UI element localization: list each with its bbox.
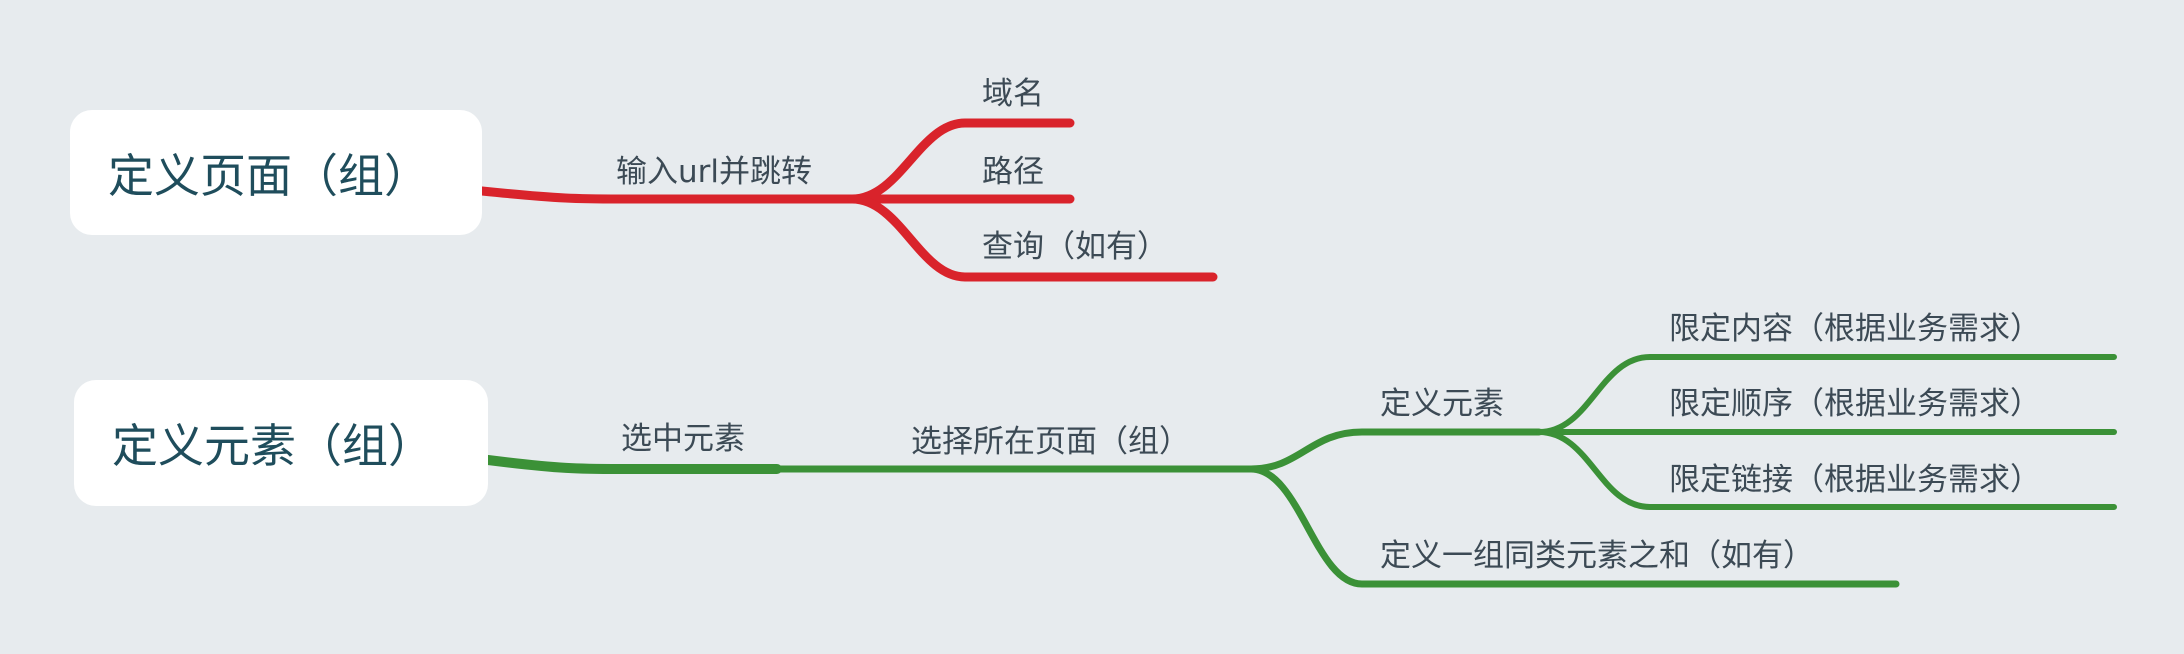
connector-sum [1247,465,1900,588]
connector-define-element [1247,428,1543,473]
connector-link [1536,429,2117,510]
node-limit-link[interactable]: 限定链接（根据业务需求） [1669,462,2041,498]
connector-page-step [477,186,857,204]
node-limit-content[interactable]: 限定内容（根据业务需求） [1669,311,2041,347]
node-select-page[interactable]: 选择所在页面（组） [911,424,1190,460]
connector-select-element [483,455,782,474]
node-domain[interactable]: 域名 [982,76,1044,112]
node-define-element[interactable]: 定义元素 [1380,386,1504,422]
element-branch-lines [483,354,2117,588]
page-branch-lines [477,118,1218,282]
root-node-title: 定义页面（组） [108,148,430,203]
root-node-define-element[interactable]: 定义元素（组） [74,380,488,506]
node-query[interactable]: 查询（如有） [982,229,1168,265]
root-node-title: 定义元素（组） [112,419,434,473]
connector-content [1536,354,2117,435]
node-limit-order[interactable]: 限定顺序（根据业务需求） [1669,386,2041,422]
connector-query [847,194,1218,282]
node-path[interactable]: 路径 [982,154,1044,190]
node-select-element[interactable]: 选中元素 [621,421,745,457]
node-define-sum[interactable]: 定义一组同类元素之和（如有） [1380,538,1814,574]
node-enter-url[interactable]: 输入url并跳转 [616,154,813,190]
root-node-define-page[interactable]: 定义页面（组） [70,110,482,235]
